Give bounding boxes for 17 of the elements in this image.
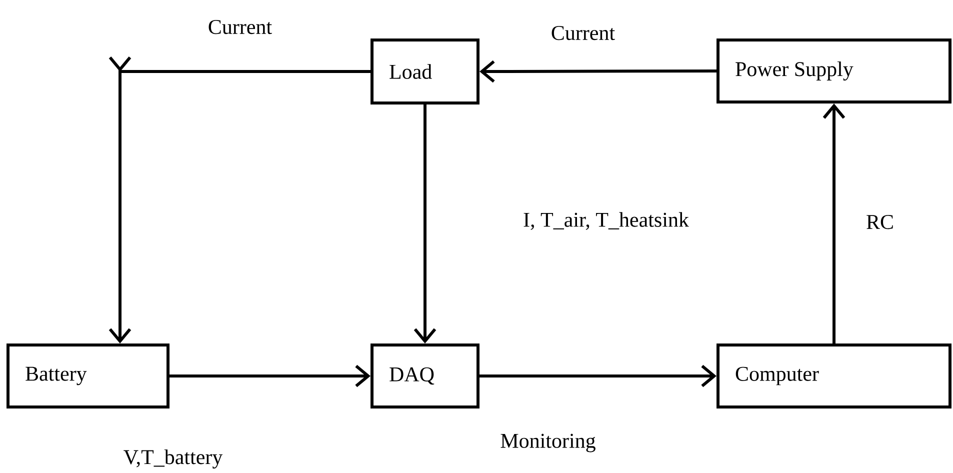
edge-label: I, T_air, T_heatsink bbox=[521, 210, 691, 232]
edge-label: Current bbox=[206, 18, 274, 36]
edge-label: Current bbox=[548, 24, 618, 42]
edge-label: RC bbox=[864, 212, 896, 232]
process-box: Battery bbox=[6, 344, 170, 408]
arrow bbox=[170, 364, 370, 388]
arrow bbox=[414, 104, 436, 344]
process-box: Computer bbox=[716, 344, 952, 408]
edge-label: V,T_battery bbox=[121, 447, 225, 471]
edge-label: Monitoring bbox=[498, 432, 598, 454]
arrow bbox=[108, 56, 370, 344]
process-box: Load bbox=[370, 38, 480, 104]
process-box: Power Supply bbox=[716, 38, 952, 104]
arrow bbox=[480, 60, 717, 83]
process-box: DAQ bbox=[370, 344, 480, 408]
arrow bbox=[822, 104, 846, 344]
arrow bbox=[480, 364, 716, 388]
